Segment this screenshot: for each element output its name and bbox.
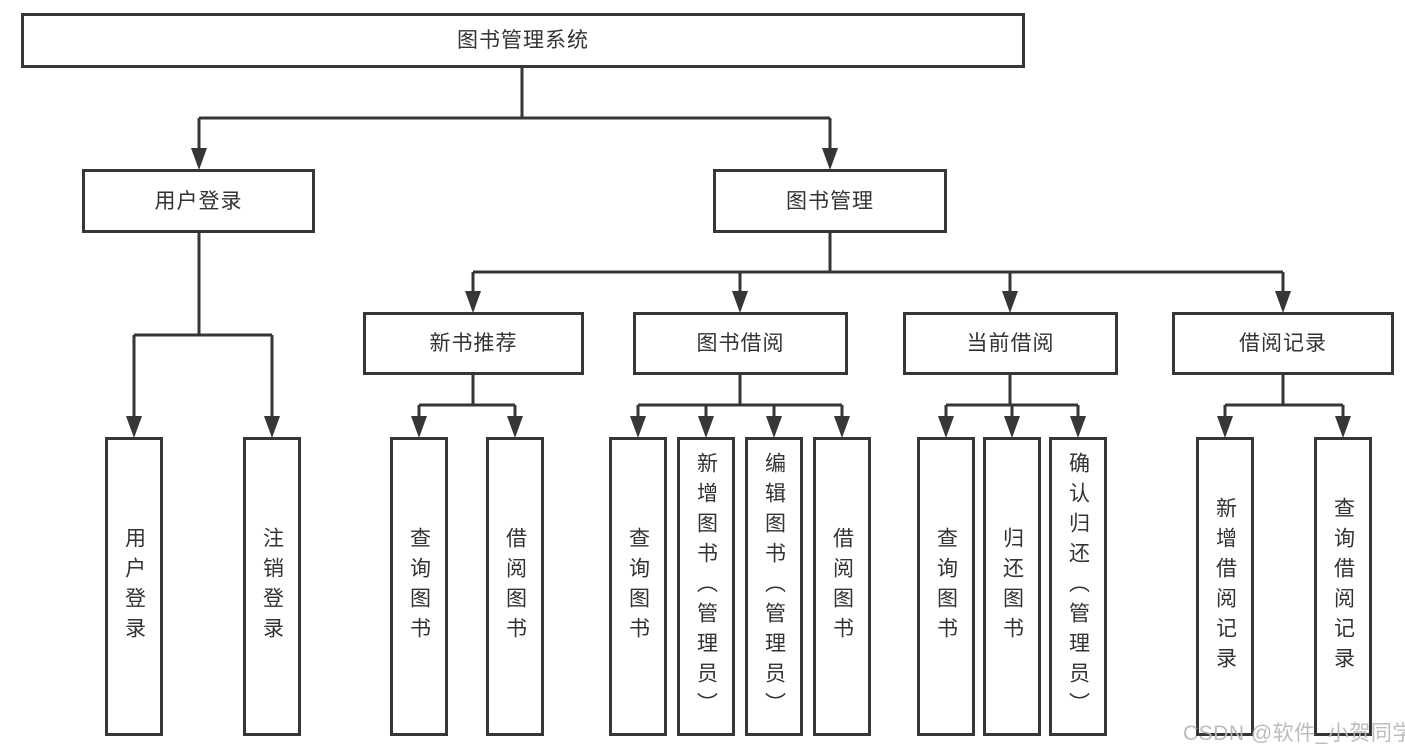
node-label: 图书管理 xyxy=(786,189,874,213)
leaf-current-confirm-return-admin: 确认归还（管理员） xyxy=(1049,437,1107,736)
node-borrow-records: 借阅记录 xyxy=(1172,312,1394,375)
leaf-recommend-borrow-books: 借阅图书 xyxy=(486,437,544,736)
arrow-icon xyxy=(630,416,646,438)
node-library-management-system: 图书管理系统 xyxy=(21,13,1025,68)
leaf-borrowing-borrow-books: 借阅图书 xyxy=(813,437,871,736)
arrow-icon xyxy=(1002,291,1018,313)
node-current-borrowing: 当前借阅 xyxy=(903,312,1118,375)
node-label: 新增借阅记录 xyxy=(1213,496,1237,677)
node-label: 新增图书（管理员） xyxy=(694,451,718,722)
node-label: 编辑图书（管理员） xyxy=(762,451,786,722)
node-label: 新书推荐 xyxy=(429,332,518,355)
leaf-borrowing-query-books: 查询图书 xyxy=(609,437,667,736)
arrow-icon xyxy=(1275,291,1291,313)
arrow-icon xyxy=(938,416,954,438)
node-new-book-recommend: 新书推荐 xyxy=(363,312,584,375)
node-label: 图书借阅 xyxy=(696,332,785,355)
arrow-icon xyxy=(1217,416,1233,438)
arrow-icon xyxy=(766,416,782,438)
node-book-borrowing: 图书借阅 xyxy=(633,312,848,375)
arrow-icon xyxy=(264,416,280,438)
arrow-icon xyxy=(411,416,427,438)
node-label: 查询借阅记录 xyxy=(1331,496,1355,677)
leaf-records-add-record: 新增借阅记录 xyxy=(1196,437,1254,736)
arrow-icon xyxy=(698,416,714,438)
node-label: 归还图书 xyxy=(1000,526,1024,647)
node-book-management: 图书管理 xyxy=(713,169,947,233)
node-label: 查询图书 xyxy=(626,526,650,647)
node-label: 用户登录 xyxy=(122,526,146,647)
node-label: 确认归还（管理员） xyxy=(1066,451,1090,722)
leaf-current-return-books: 归还图书 xyxy=(983,437,1041,736)
leaf-recommend-query-books: 查询图书 xyxy=(390,437,448,736)
leaf-user-login: 用户登录 xyxy=(105,437,163,736)
node-label: 借阅记录 xyxy=(1239,332,1327,355)
watermark: CSDN @软件_小贺同学 xyxy=(1183,722,1405,745)
arrow-icon xyxy=(126,416,142,438)
node-label: 图书管理系统 xyxy=(457,29,589,52)
node-label: 用户登录 xyxy=(154,189,243,213)
leaf-logout: 注销登录 xyxy=(243,437,301,736)
arrow-icon xyxy=(1004,416,1020,438)
leaf-records-query-record: 查询借阅记录 xyxy=(1314,437,1372,736)
arrow-icon xyxy=(191,148,207,170)
arrow-icon xyxy=(507,416,523,438)
node-label: 查询图书 xyxy=(407,526,431,647)
arrow-icon xyxy=(465,291,481,313)
leaf-borrowing-edit-books-admin: 编辑图书（管理员） xyxy=(745,437,803,736)
arrow-icon xyxy=(1070,416,1086,438)
node-user-login: 用户登录 xyxy=(82,169,315,233)
node-label: 注销登录 xyxy=(260,526,284,647)
arrow-icon xyxy=(834,416,850,438)
arrow-icon xyxy=(822,148,838,170)
arrow-icon xyxy=(1335,416,1351,438)
leaf-borrowing-add-books-admin: 新增图书（管理员） xyxy=(677,437,735,736)
arrow-icon xyxy=(732,291,748,313)
leaf-current-query-books: 查询图书 xyxy=(917,437,975,736)
node-label: 借阅图书 xyxy=(830,526,854,647)
node-label: 查询图书 xyxy=(934,526,958,647)
node-label: 借阅图书 xyxy=(503,526,527,647)
node-label: 当前借阅 xyxy=(966,332,1055,355)
